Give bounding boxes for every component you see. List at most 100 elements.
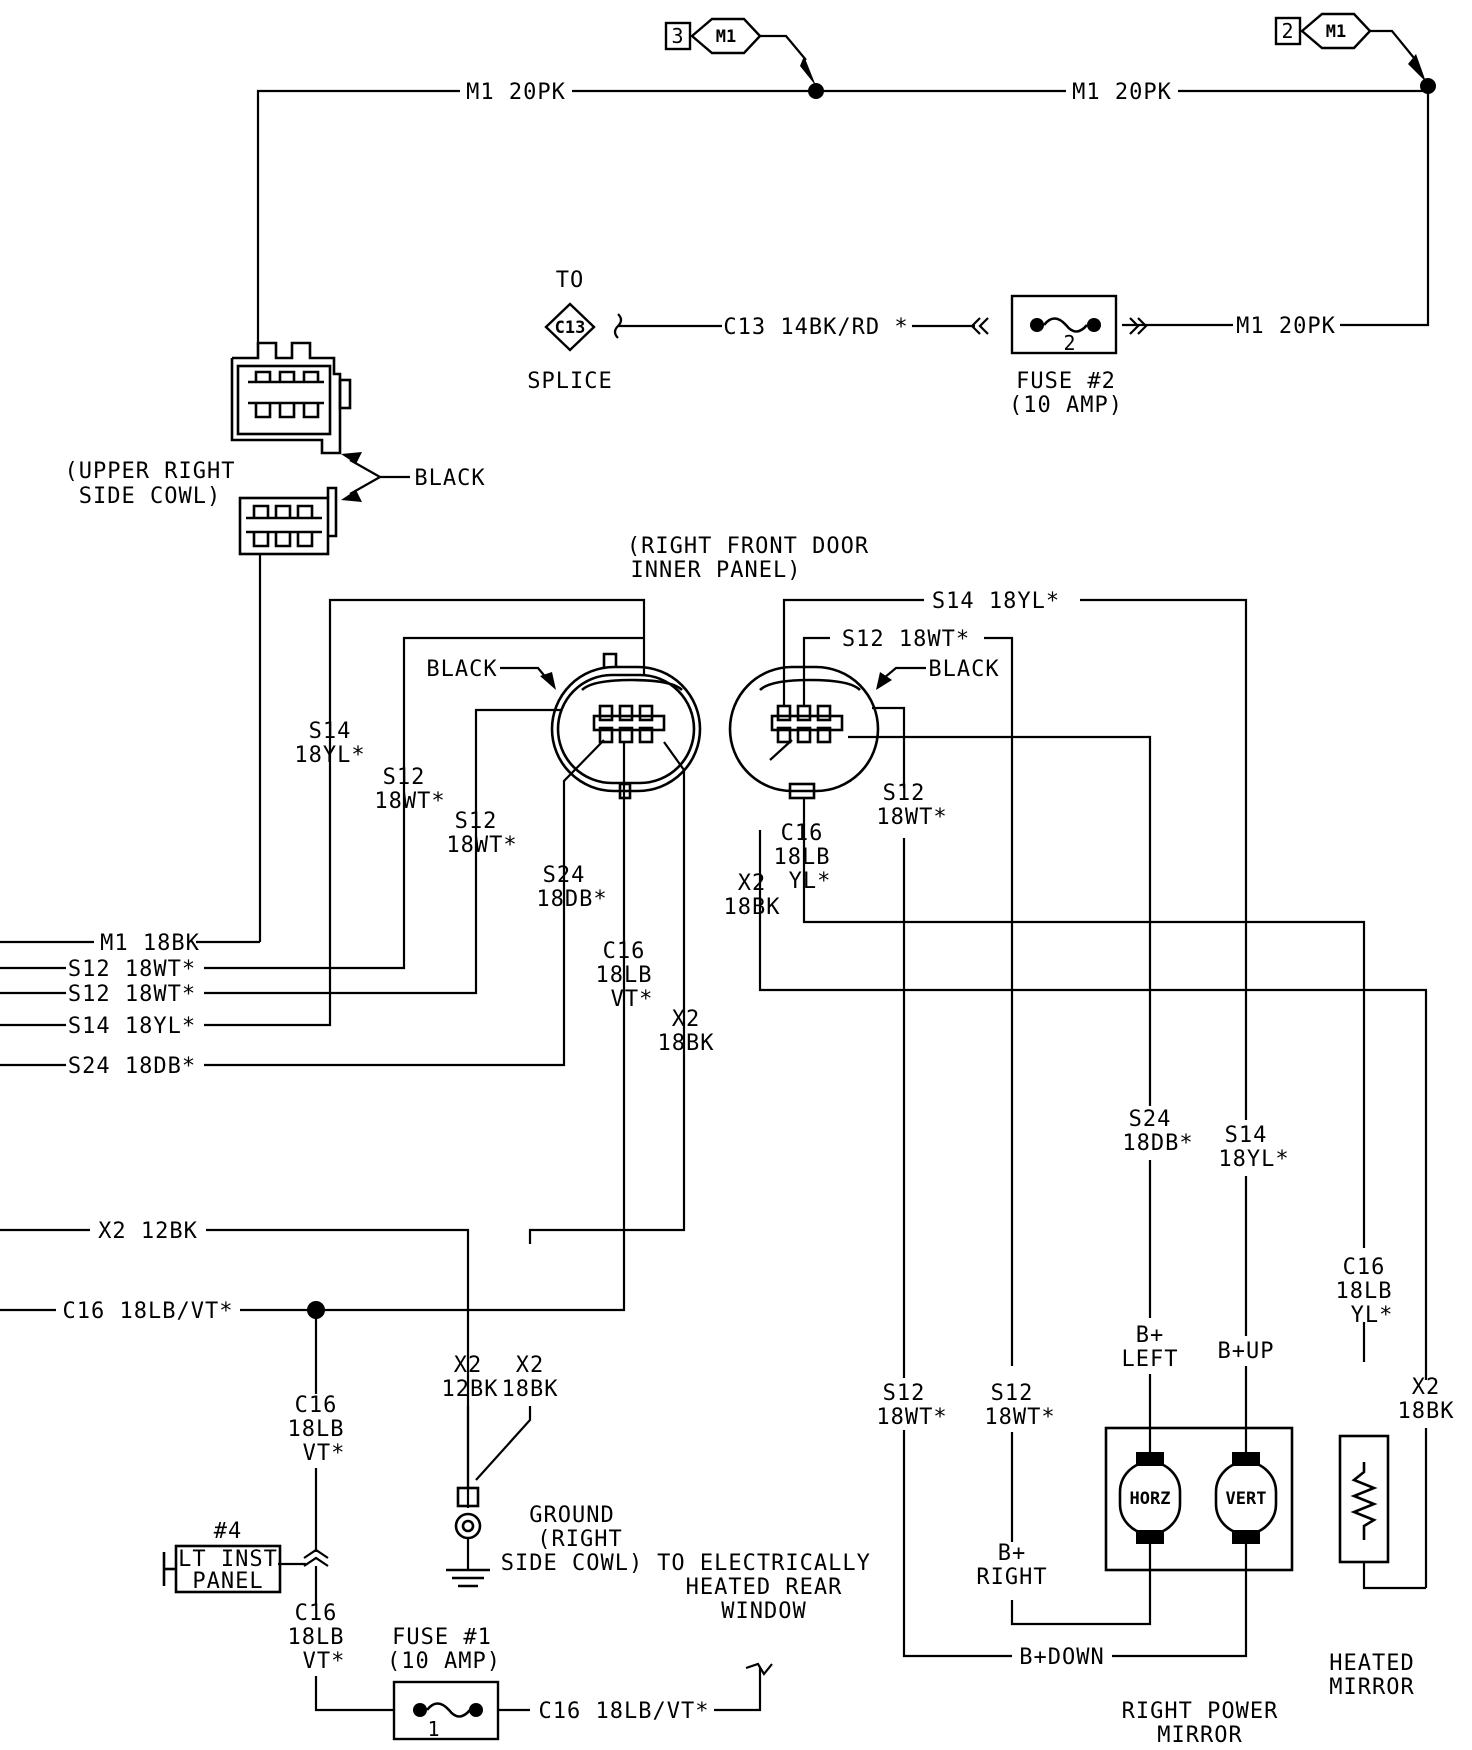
fuse-2: 2 FUSE #2 (10 AMP) <box>970 294 1148 418</box>
vlabel-s24-a-2: 18DB* <box>536 887 607 912</box>
ground-label-3: SIDE COWL) <box>501 1551 643 1576</box>
mirror-harness: S14 18YL* S12 18WT* <box>758 589 1428 1590</box>
vlabel-x2-a-1: X2 <box>672 1007 701 1032</box>
vlabel-x2-m-2: 18BK <box>1398 1399 1455 1424</box>
vlabel-c16-m-2: 18LB <box>1336 1279 1393 1304</box>
vlabel-c16-down2-2: 18LB <box>288 1625 345 1650</box>
svg-text:LT INST: LT INST <box>178 1547 278 1572</box>
b-down: B+DOWN <box>1019 1645 1104 1670</box>
ground-symbol <box>446 1486 490 1588</box>
c13-splice-group: TO C13 SPLICE C13 14BK/RD * <box>527 268 975 394</box>
to-label: TO <box>556 268 585 293</box>
vlabel-s12-m2-1: S12 <box>991 1381 1034 1406</box>
vlabel-x2-gnd-a-2: 12BK <box>442 1377 499 1402</box>
vlabel-s12-b-1: S12 <box>455 809 498 834</box>
fuse-1: FUSE #1 (10 AMP) 1 <box>387 1625 501 1741</box>
vlabel-s24-m-2: 18DB* <box>1122 1131 1193 1156</box>
wire-label-s12-top: S12 18WT* <box>842 627 970 652</box>
vlabel-c16-a-2: 18LB <box>596 963 653 988</box>
svg-text:VERT: VERT <box>1226 1489 1267 1509</box>
ref-marker-m1-3: 3 M1 <box>664 17 816 86</box>
location-cowl-line1: (UPPER RIGHT <box>65 459 236 484</box>
vlabel-s24-m-1: S24 <box>1129 1107 1172 1132</box>
door-right-black-callout: BLACK <box>876 657 999 690</box>
vlabel-c16-r-1: C16 <box>781 821 824 846</box>
location-door-line1: (RIGHT FRONT DOOR <box>627 534 869 559</box>
power-mirror-1: RIGHT POWER <box>1122 1699 1279 1724</box>
vlabel-x2-gnd-b-1: X2 <box>516 1353 545 1378</box>
wire-label-m1-20pk-fuse: M1 20PK <box>1236 314 1336 339</box>
vlabel-s12-a-1: S12 <box>383 765 426 790</box>
vlabel-c16-r-3: YL* <box>789 869 832 894</box>
svg-text:HORZ: HORZ <box>1130 1489 1171 1509</box>
heated-mirror-element <box>1338 1434 1390 1564</box>
wire-label-m1-18bk: M1 18BK <box>100 931 200 956</box>
svg-text:2: 2 <box>1063 331 1076 355</box>
b-right-1: B+ <box>998 1541 1027 1566</box>
wire-label-s14-top: S14 18YL* <box>932 589 1060 614</box>
vlabel-c16-m-1: C16 <box>1343 1255 1386 1280</box>
b-up: B+UP <box>1218 1339 1275 1364</box>
vlabel-s12-r-1: S12 <box>883 781 926 806</box>
power-mirror-2: MIRROR <box>1157 1723 1242 1748</box>
wire-label-m1-20pk-left: M1 20PK <box>466 80 566 105</box>
power-mirror-box: HORZ VERT <box>1104 1426 1294 1572</box>
vlabel-c16-a-3: VT* <box>611 987 654 1012</box>
vlabel-s14-a-1: S14 <box>309 719 352 744</box>
vlabel-x2-gnd-b-2: 18BK <box>502 1377 559 1402</box>
horz-motor <box>1118 1460 1182 1536</box>
vlabel-x2-m-1: X2 <box>1412 1375 1441 1400</box>
door-left-color-label: BLACK <box>426 657 497 682</box>
ground-label-1: GROUND <box>529 1503 614 1528</box>
vlabel-x2-r-2: 18BK <box>724 895 781 920</box>
svg-text:3: 3 <box>671 24 684 48</box>
wire-label-s12-2: S12 18WT* <box>68 982 196 1007</box>
wire-label-s24: S24 18DB* <box>68 1054 196 1079</box>
vlabel-x2-a-2: 18BK <box>658 1031 715 1056</box>
splice-dot-m1-b <box>1420 78 1436 94</box>
vlabel-c16-a-1: C16 <box>603 939 646 964</box>
b-left-1: B+ <box>1136 1323 1165 1348</box>
vlabel-s14-m-1: S14 <box>1225 1123 1268 1148</box>
vlabel-s12-a-2: 18WT* <box>374 789 445 814</box>
vlabel-s12-r-2: 18WT* <box>876 805 947 830</box>
vlabel-s12-m1-2: 18WT* <box>876 1405 947 1430</box>
vlabel-s24-a-1: S24 <box>543 863 586 888</box>
m1-circuit: M1 20PK M1 20PK M1 20PK 3 M1 2 M1 <box>256 12 1436 345</box>
vlabel-x2-r-1: X2 <box>738 871 767 896</box>
rear-window-3: WINDOW <box>721 1599 806 1624</box>
vlabel-s14-a-2: 18YL* <box>294 743 365 768</box>
wire-label-m1-20pk-right: M1 20PK <box>1072 80 1172 105</box>
svg-text:PANEL: PANEL <box>192 1569 263 1594</box>
vlabel-c16-down1-1: C16 <box>295 1393 338 1418</box>
rear-window-1: TO ELECTRICALLY <box>657 1551 871 1576</box>
vlabel-s12-m2-2: 18WT* <box>984 1405 1055 1430</box>
svg-text:1: 1 <box>427 1717 440 1741</box>
wire-label-c16-18lb-vt: C16 18LB/VT* <box>63 1299 234 1324</box>
fuse-2-rating: (10 AMP) <box>1009 393 1123 418</box>
heated-mirror-2: MIRROR <box>1329 1675 1414 1700</box>
svg-text:2: 2 <box>1281 19 1294 43</box>
vlabel-c16-down1-2: 18LB <box>288 1417 345 1442</box>
vlabel-s12-b-2: 18WT* <box>446 833 517 858</box>
vert-motor <box>1214 1460 1278 1536</box>
fuse-1-title: FUSE #1 <box>392 1625 492 1650</box>
lt-inst-panel: #4 LT INST PANEL <box>162 1519 282 1594</box>
vlabel-c16-down1-3: VT* <box>303 1441 346 1466</box>
cowl-connector <box>230 341 352 942</box>
ref-marker-m1-2: 2 M1 <box>1274 12 1426 82</box>
door-right-color-label: BLACK <box>928 657 999 682</box>
wire-label-c16-fuse: C16 18LB/VT* <box>539 1699 710 1724</box>
svg-text:M1: M1 <box>1326 22 1346 42</box>
b-left-2: LEFT <box>1122 1347 1179 1372</box>
vlabel-s14-m-2: 18YL* <box>1218 1147 1289 1172</box>
splice-label: SPLICE <box>527 369 612 394</box>
cowl-black-callout: BLACK <box>341 452 485 502</box>
vlabel-x2-gnd-a-1: X2 <box>454 1353 483 1378</box>
svg-text:C13: C13 <box>555 318 586 338</box>
c13-splice-symbol <box>544 302 596 352</box>
door-connector-left <box>550 652 702 800</box>
wire-label-s12-1: S12 18WT* <box>68 957 196 982</box>
fuse-1-rating: (10 AMP) <box>387 1649 501 1674</box>
